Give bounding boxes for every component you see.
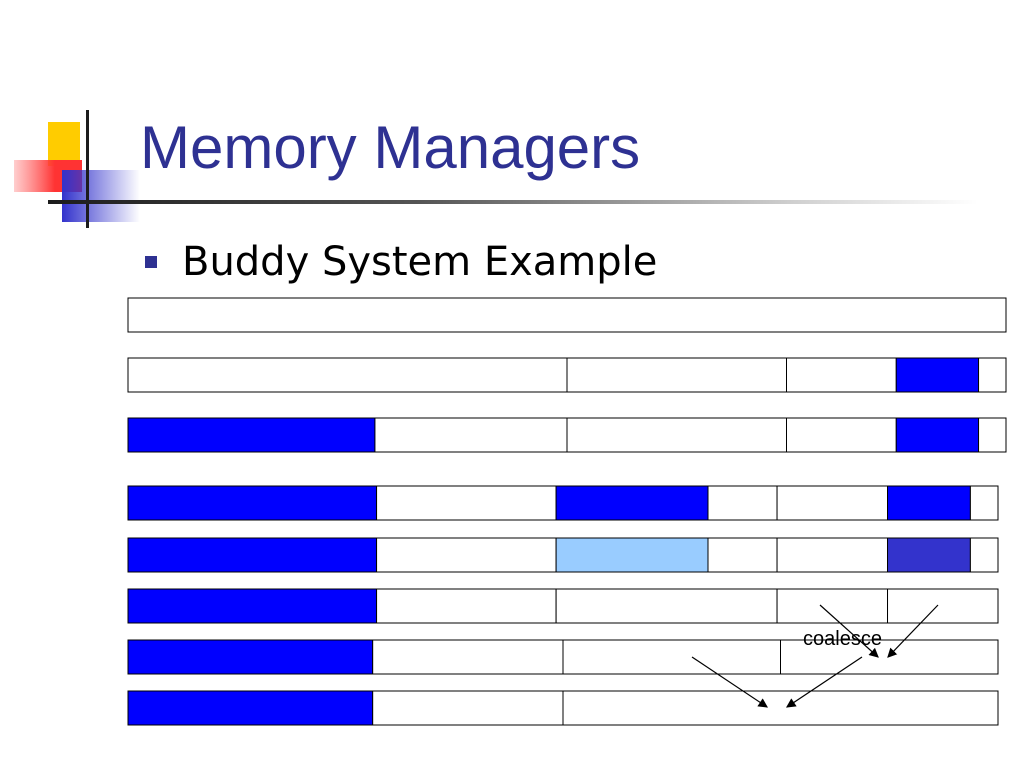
memory-block-free [376, 588, 557, 624]
memory-row-1 [127, 297, 1007, 333]
arrow-coalesce-right-top [887, 604, 939, 658]
memory-block-free [562, 690, 999, 726]
memory-block-free [566, 417, 787, 453]
memory-block-allocated [127, 588, 378, 624]
arrow-coalesce-left-bottom [691, 656, 768, 708]
memory-row-5 [127, 537, 999, 573]
memory-block-free [562, 639, 781, 675]
memory-block-allocated [555, 485, 709, 521]
memory-block-free [776, 588, 889, 624]
bullet-square-icon [145, 256, 157, 268]
title-underline [48, 200, 978, 204]
memory-row-4 [127, 485, 999, 521]
memory-block-free [127, 357, 568, 393]
memory-block-freed [555, 537, 709, 573]
memory-row-6 [127, 588, 999, 624]
memory-block-free [978, 357, 1007, 393]
memory-row-3 [127, 417, 1007, 453]
memory-block-allocated [895, 357, 980, 393]
coalesce-arrows [691, 604, 939, 708]
slide-title: Memory Managers [140, 114, 641, 181]
memory-row-8 [127, 690, 999, 726]
memory-block-free [127, 297, 1007, 333]
memory-block-allocated [127, 537, 378, 573]
memory-block-free [376, 485, 557, 521]
memory-block-free [376, 537, 557, 573]
memory-block-free [978, 417, 1007, 453]
memory-block-free [374, 417, 568, 453]
memory-block-free [372, 639, 564, 675]
memory-block-free [786, 417, 897, 453]
memory-block-free [566, 357, 787, 393]
arrow-coalesce-left-top [819, 604, 879, 658]
memory-block-allocated [127, 485, 378, 521]
memory-block-allocated [127, 417, 376, 453]
memory-block-free [776, 537, 889, 573]
memory-row-2 [127, 357, 1007, 393]
bullet-text: Buddy System Example [182, 239, 658, 285]
memory-block-free [372, 690, 564, 726]
memory-block-allocated [887, 485, 971, 521]
memory-block-free [887, 588, 999, 624]
memory-block-free [707, 537, 778, 573]
memory-block-allocated [895, 417, 980, 453]
memory-block-selected [887, 537, 971, 573]
memory-block-free [776, 485, 889, 521]
arrow-coalesce-right-bottom [786, 656, 863, 708]
memory-block-free [555, 588, 778, 624]
memory-block-allocated [127, 690, 374, 726]
memory-block-free [780, 639, 999, 675]
bullet-item: Buddy System Example [145, 236, 657, 288]
coalesce-label: coalesce [803, 628, 882, 650]
memory-block-free [707, 485, 778, 521]
slide-logo-icon [14, 110, 140, 228]
memory-block-allocated [127, 639, 374, 675]
memory-block-free [969, 485, 999, 521]
memory-block-free [786, 357, 897, 393]
memory-row-7 [127, 639, 999, 675]
memory-block-free [969, 537, 999, 573]
